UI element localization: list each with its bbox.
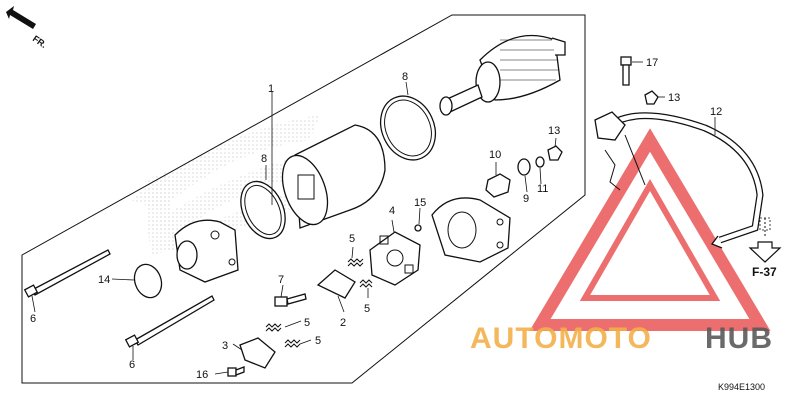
starter-cable bbox=[594, 111, 764, 249]
callout-15: 15 bbox=[414, 197, 426, 209]
brush-spring-3 bbox=[265, 323, 282, 332]
callout-7: 7 bbox=[278, 274, 284, 286]
brush-plate bbox=[316, 269, 356, 299]
callout-labels: 1 2 3 4 5 5 5 5 6 6 7 8 8 9 10 11 12 13 … bbox=[30, 57, 722, 381]
washer-9 bbox=[517, 158, 531, 176]
screw bbox=[227, 366, 245, 377]
callout-9: 9 bbox=[523, 193, 529, 205]
callout-17: 17 bbox=[646, 57, 658, 69]
callout-5-b: 5 bbox=[364, 303, 370, 315]
brush-terminal bbox=[239, 337, 276, 369]
callout-2: 2 bbox=[340, 317, 346, 329]
washer-11 bbox=[535, 156, 545, 168]
callout-6-b: 6 bbox=[129, 359, 135, 371]
front-direction-label: FR. bbox=[31, 33, 49, 50]
front-cover bbox=[174, 219, 239, 283]
watermark-text-hub: HUB bbox=[705, 322, 773, 355]
callout-12: 12 bbox=[710, 106, 722, 118]
callout-5-a: 5 bbox=[349, 233, 355, 245]
brush-holder bbox=[369, 231, 421, 286]
callout-3: 3 bbox=[222, 340, 228, 352]
callout-10: 10 bbox=[489, 149, 501, 161]
o-ring-upper bbox=[379, 95, 437, 161]
callout-8-lower: 8 bbox=[261, 153, 267, 165]
callout-8-upper: 8 bbox=[402, 71, 408, 83]
callout-13-upper: 13 bbox=[668, 92, 680, 104]
leader-lines bbox=[31, 61, 716, 375]
reference-page-label: F-37 bbox=[752, 265, 777, 279]
starter-assembly-frame bbox=[21, 14, 586, 384]
callout-5-c: 5 bbox=[304, 317, 310, 329]
through-bolt-lower bbox=[124, 295, 215, 348]
motor-case bbox=[281, 124, 386, 229]
washer-15 bbox=[414, 224, 422, 232]
front-direction-arrow-icon: FR. bbox=[6, 6, 48, 50]
callout-13-lower: 13 bbox=[548, 125, 560, 137]
reference-arrow-icon bbox=[748, 217, 782, 263]
starter-armature bbox=[439, 34, 566, 116]
callout-6-a: 6 bbox=[30, 313, 36, 325]
automotohub-watermark: AUTOMOTO HUB bbox=[470, 322, 773, 355]
diagram-code: K994E1300 bbox=[718, 382, 765, 392]
brush-spring-1 bbox=[347, 258, 364, 267]
brush-spring-2 bbox=[359, 279, 373, 288]
terminal-nut-10 bbox=[485, 173, 511, 198]
rear-cover bbox=[431, 197, 511, 263]
brush-spring-4 bbox=[284, 339, 301, 348]
nut-13-lower bbox=[547, 145, 563, 161]
callout-16: 16 bbox=[196, 369, 208, 381]
nut-13-upper bbox=[644, 90, 659, 105]
callout-5-d: 5 bbox=[315, 335, 321, 347]
callout-4: 4 bbox=[389, 205, 395, 217]
watermark-text-automoto: AUTOMOTO bbox=[470, 322, 652, 355]
terminal-bolt bbox=[274, 293, 307, 307]
callout-14: 14 bbox=[98, 274, 110, 286]
through-bolt-upper bbox=[23, 249, 111, 298]
callout-1: 1 bbox=[268, 83, 274, 95]
bolt-17 bbox=[620, 56, 632, 86]
o-ring-front bbox=[133, 263, 163, 299]
callout-11: 11 bbox=[537, 183, 548, 195]
o-ring-lower bbox=[240, 180, 286, 240]
watermark-triangle-icon bbox=[529, 128, 771, 331]
